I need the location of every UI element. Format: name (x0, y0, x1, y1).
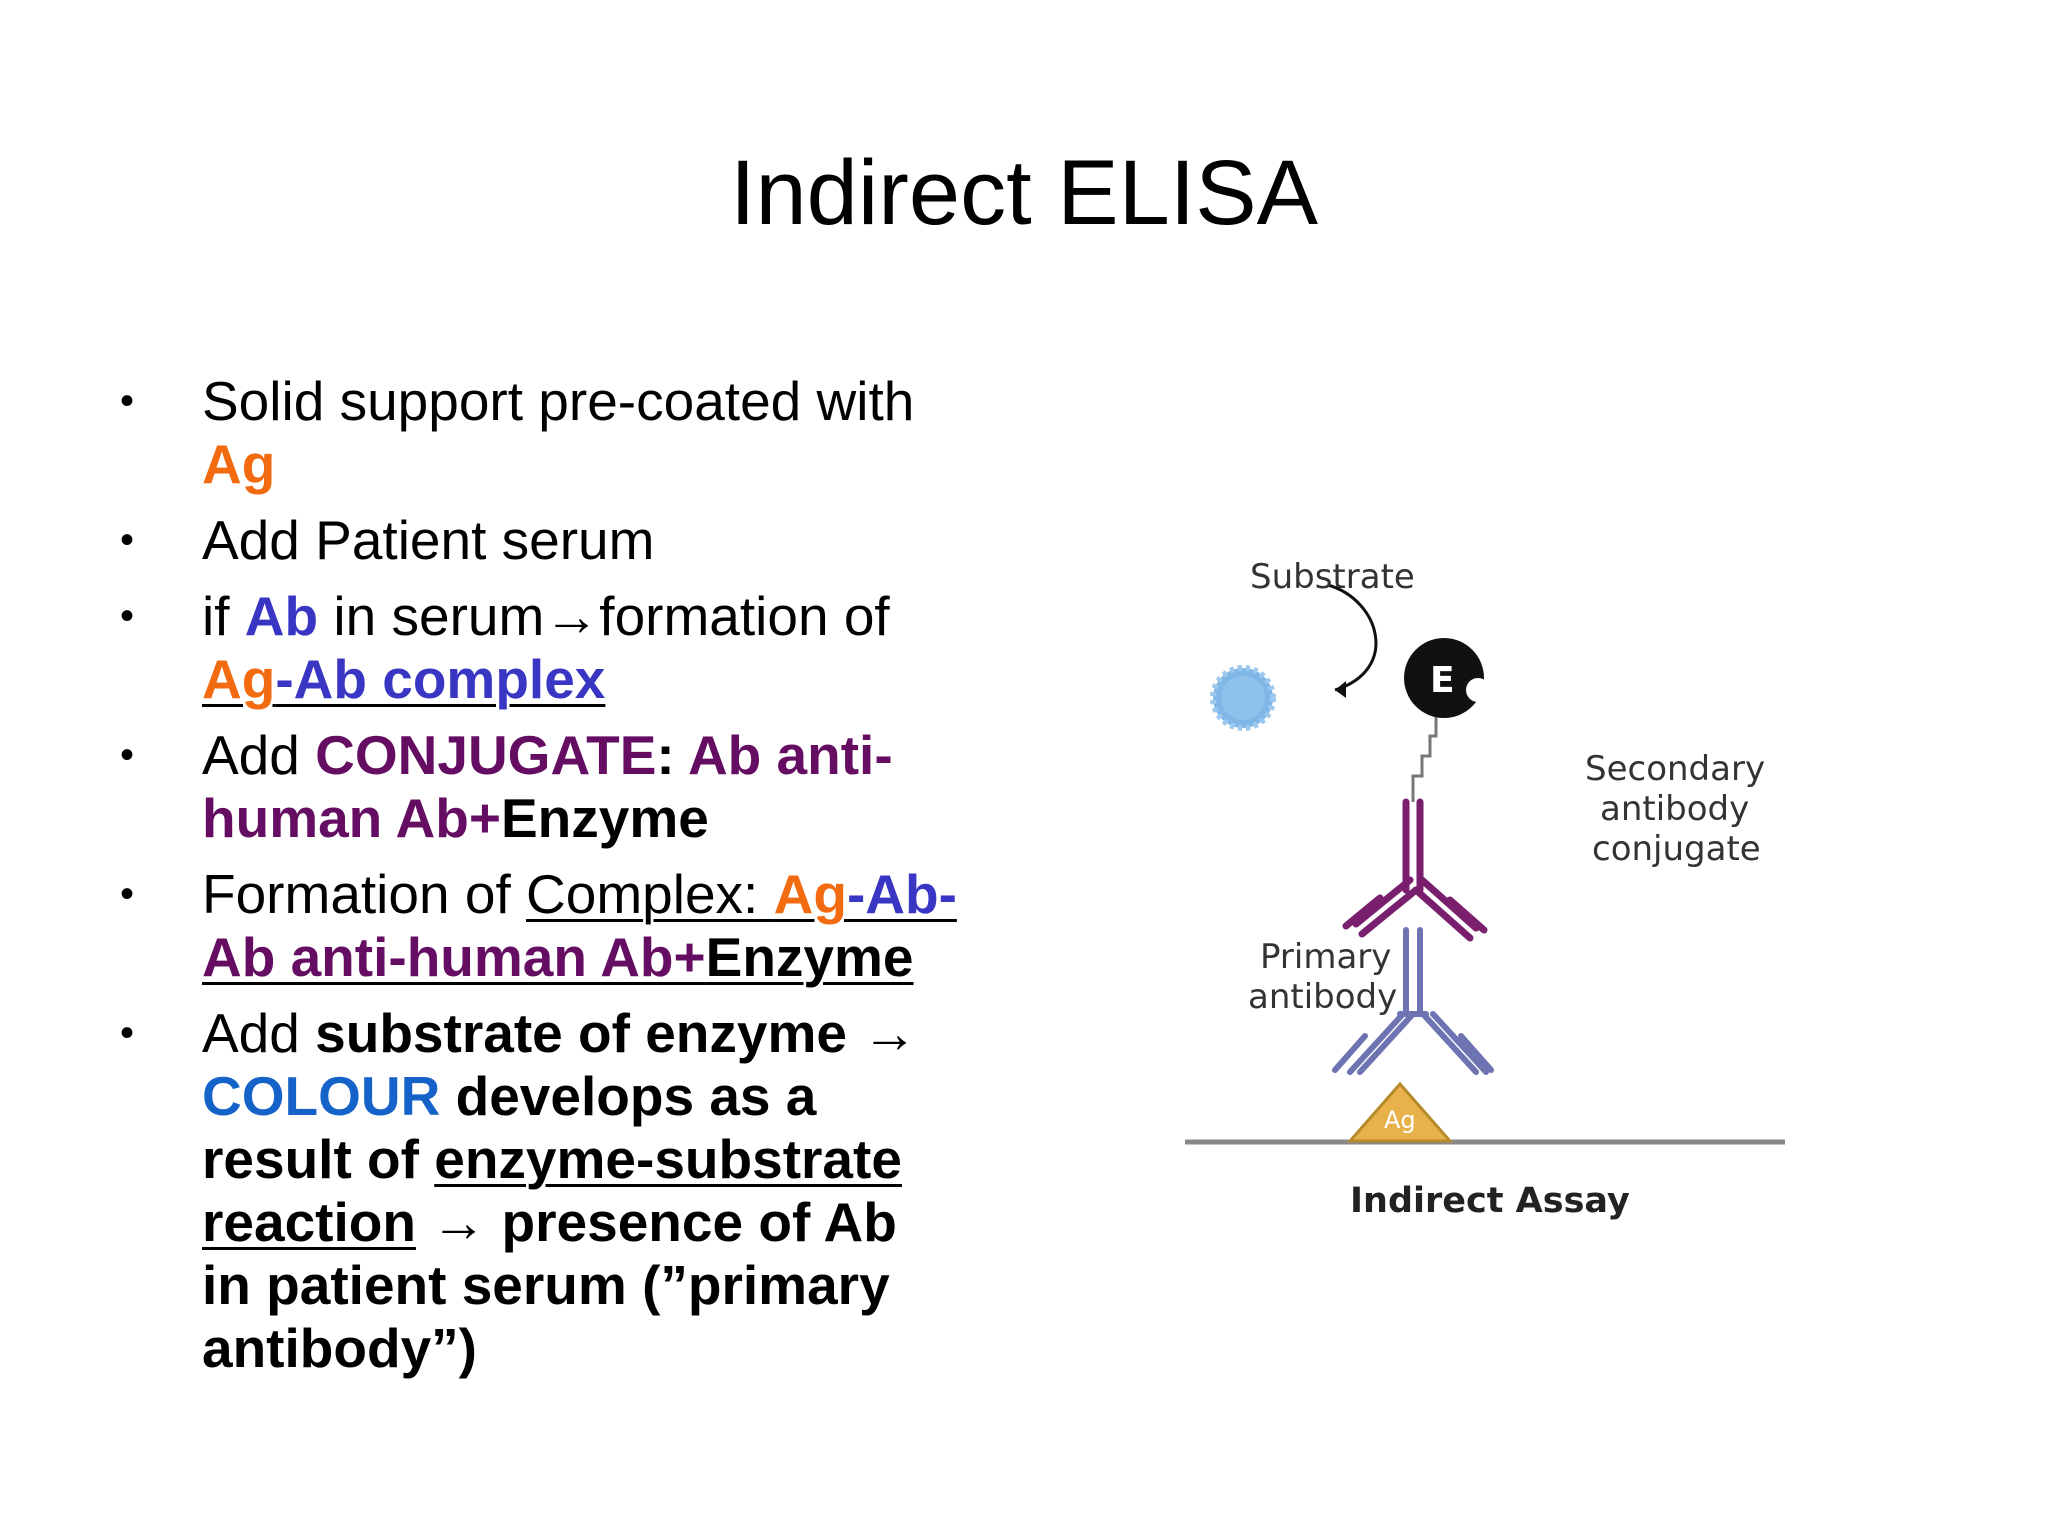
enzyme-label: E (1430, 660, 1455, 701)
secondary-label-line: Secondary (1585, 749, 1765, 789)
primary-label-line: antibody (1248, 977, 1397, 1017)
substrate-arrow (1327, 583, 1378, 692)
antigen-term: Ag (202, 433, 276, 495)
conjugate-term: Ab anti- (687, 724, 893, 786)
antibody-term: -Ab- (846, 863, 957, 925)
secondary-label-line: conjugate (1592, 829, 1761, 869)
bullet-text: substrate of enzyme → (315, 1002, 918, 1064)
complex-term: complex (366, 648, 606, 710)
indirect-assay-diagram: Ag E (1160, 540, 1810, 1240)
bullet-item: if Ab in serum→formation of Ag-Ab comple… (120, 585, 1020, 711)
primary-antibody-icon (1332, 927, 1494, 1075)
colour-term: COLOUR (202, 1065, 441, 1127)
bullet-text: antibody”) (202, 1317, 477, 1379)
bullet-text: : (656, 724, 688, 786)
slide-title: Indirect ELISA (729, 142, 1319, 244)
arrow-head-icon (1335, 681, 1346, 698)
bullet-text: result of (202, 1128, 435, 1190)
bullet-text: Add (202, 724, 316, 786)
bullet-item: Solid support pre-coated with Ag (120, 370, 1020, 496)
bullet-text: Solid support pre-coated with (202, 370, 915, 432)
bullet-item: Add CONJUGATE: Ab anti- human Ab+Enzyme (120, 724, 1020, 850)
secondary-antibody-icon (1342, 798, 1488, 942)
bullet-text: → presence of Ab (415, 1191, 897, 1253)
bullet-text: enzyme-substrate (434, 1128, 902, 1190)
conjugate-term: Ab anti-human Ab+ (202, 926, 706, 988)
bullet-text: reaction (202, 1191, 416, 1253)
bullet-item: Formation of Complex: Ag-Ab- Ab anti-hum… (120, 863, 1020, 989)
diagram-svg: Ag E (1185, 557, 1785, 1221)
bullet-list: Solid support pre-coated with Ag Add Pat… (120, 370, 1020, 1393)
diagram-caption: Indirect Assay (1350, 1181, 1630, 1221)
enzyme-pocket (1466, 678, 1490, 702)
bullet-text: Add Patient serum (202, 509, 655, 571)
conjugate-term: CONJUGATE (315, 724, 657, 786)
enzyme-term: Enzyme (500, 787, 709, 849)
enzyme-icon (1404, 638, 1484, 718)
substrate-icon (1210, 665, 1276, 731)
secondary-label-line: antibody (1600, 789, 1749, 829)
substrate-label: Substrate (1250, 557, 1415, 597)
bullet-text: in patient serum (”primary (202, 1254, 890, 1316)
bullet-text: if (202, 585, 245, 647)
primary-label-line: Primary (1260, 937, 1391, 977)
antigen-triangle (1346, 1081, 1454, 1143)
bullet-text: Complex: (526, 863, 774, 925)
bullet-text: Formation of (202, 863, 527, 925)
bullet-item: Add substrate of enzyme → COLOUR develop… (120, 1002, 1020, 1380)
antigen-term: Ag (773, 863, 847, 925)
linker-chain (1411, 710, 1438, 802)
antibody-term: Ab (244, 585, 319, 647)
conjugate-term: human Ab+ (202, 787, 501, 849)
antigen-label: Ag (1384, 1106, 1416, 1134)
enzyme-term: Enzyme (705, 926, 914, 988)
bullet-text: in serum→formation of (318, 585, 890, 647)
antibody-term: -Ab (275, 648, 367, 710)
bullet-item: Add Patient serum (120, 509, 1020, 572)
bullet-text: Add (202, 1002, 316, 1064)
bullet-text: develops as a (440, 1065, 817, 1127)
antigen-term: Ag (202, 648, 276, 710)
